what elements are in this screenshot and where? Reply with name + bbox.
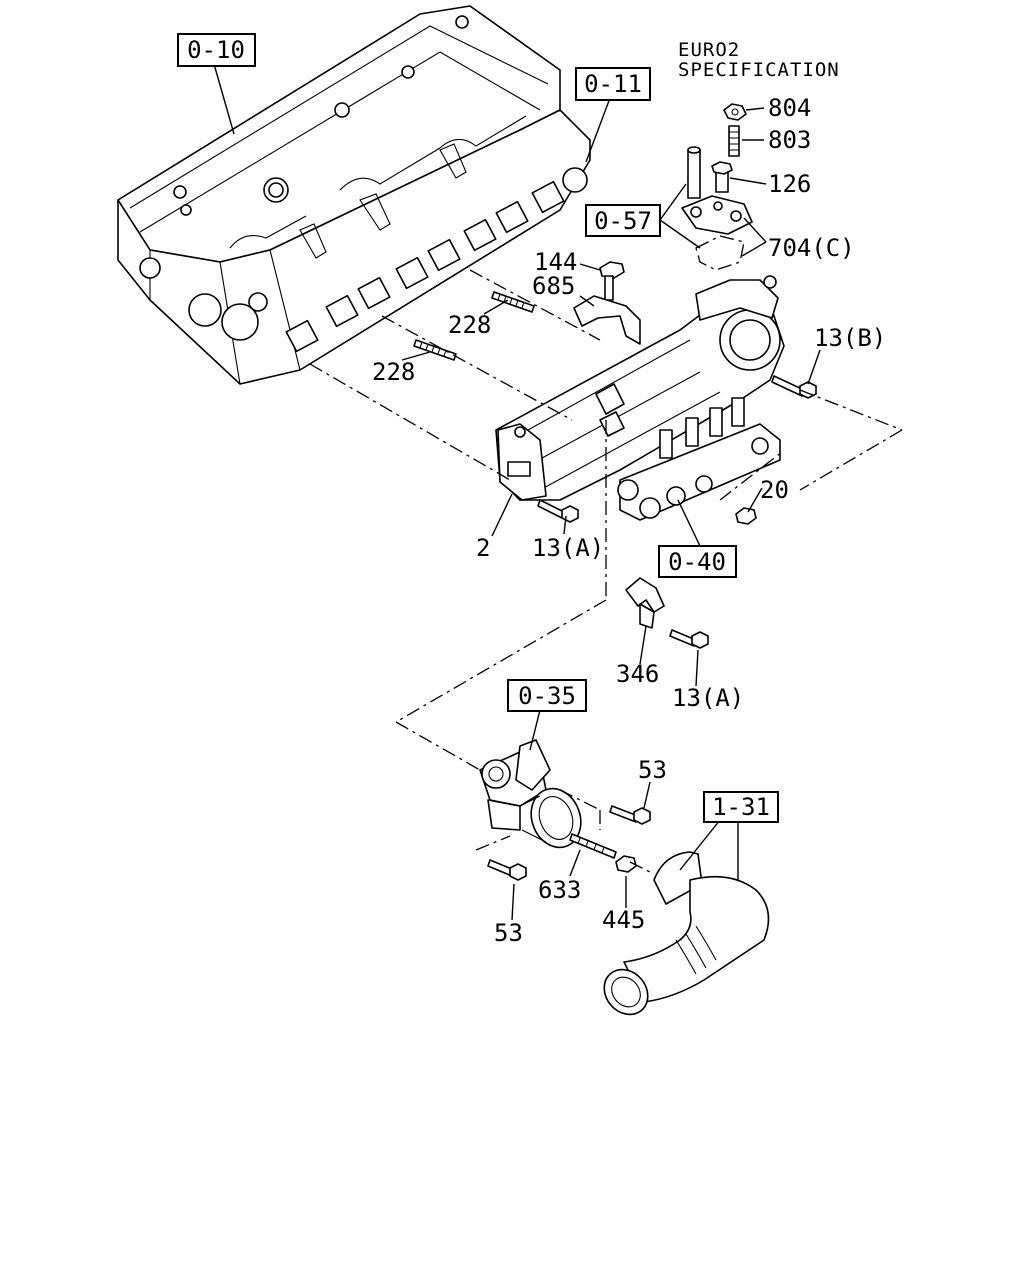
part-label-445: 445: [602, 906, 645, 934]
part-labels: 804 803 126 704(C) 144 685 228 228 13(B)…: [372, 94, 886, 947]
part-label-53-upper: 53: [638, 756, 667, 784]
part-label-20: 20: [760, 476, 789, 504]
part-label-13b: 13(B): [814, 324, 886, 352]
part-label-685: 685: [532, 272, 575, 300]
svg-text:0-57: 0-57: [594, 207, 652, 235]
reference-boxes: 0-10 0-11 0-57 0-40 0-35 1-31: [177, 33, 779, 823]
part-label-2: 2: [476, 534, 490, 562]
svg-text:0-10: 0-10: [187, 36, 245, 64]
leader-lines: [213, 63, 903, 921]
part-label-346: 346: [616, 660, 659, 688]
part-label-13a-lower: 13(A): [672, 684, 744, 712]
air-hose-drawing: [603, 851, 770, 1016]
intake-manifold-drawing: [495, 275, 785, 521]
spec-note: EURO2 SPECIFICATION: [678, 39, 840, 81]
part-label-228-lower: 228: [372, 358, 415, 386]
svg-text:0-40: 0-40: [668, 548, 726, 576]
spec-line-1: EURO2: [678, 39, 740, 61]
part-label-13a-upper: 13(A): [532, 534, 604, 562]
clamp-drawing: [625, 577, 709, 649]
ref-box-0-10[interactable]: 0-10: [177, 33, 256, 67]
part-label-126: 126: [768, 170, 811, 198]
part-label-53-lower: 53: [494, 919, 523, 947]
part-label-804: 804: [768, 94, 811, 122]
ref-box-0-11[interactable]: 0-11: [575, 67, 651, 101]
throttle-body-drawing: [479, 739, 651, 881]
part-label-704c: 704(C): [768, 234, 855, 262]
svg-text:1-31: 1-31: [712, 793, 770, 821]
svg-text:0-11: 0-11: [584, 70, 642, 98]
ref-box-0-35[interactable]: 0-35: [507, 679, 587, 712]
spec-line-2: SPECIFICATION: [678, 59, 840, 81]
ref-box-0-40[interactable]: 0-40: [658, 545, 737, 578]
part-label-228-upper: 228: [448, 311, 491, 339]
ref-box-1-31[interactable]: 1-31: [703, 791, 779, 823]
svg-text:0-35: 0-35: [518, 682, 576, 710]
part-label-144: 144: [534, 248, 577, 276]
euro2-parts-drawing: [413, 103, 817, 525]
part-label-633: 633: [538, 876, 581, 904]
ref-box-0-57[interactable]: 0-57: [585, 204, 661, 237]
cylinder-head-drawing: [117, 5, 591, 385]
part-label-803: 803: [768, 126, 811, 154]
